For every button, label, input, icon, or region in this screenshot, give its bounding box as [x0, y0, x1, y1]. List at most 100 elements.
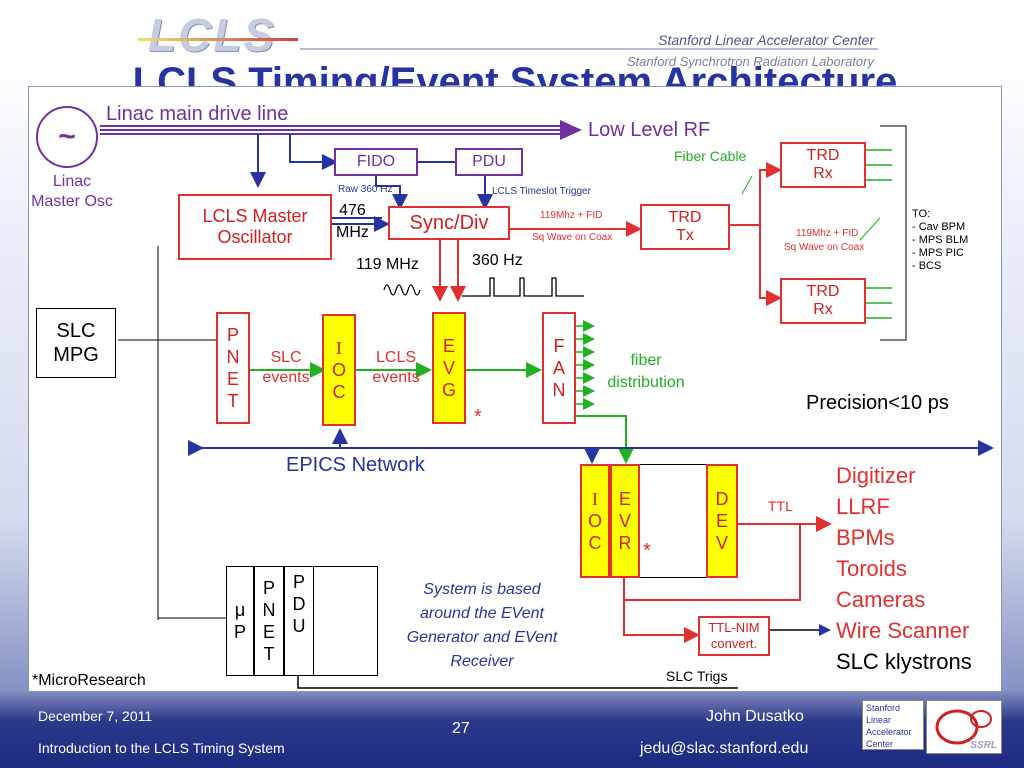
evr-box: E V R — [610, 464, 640, 578]
destination-item: - BCS — [912, 260, 942, 272]
system-note-line: System is based — [423, 581, 541, 598]
tilde-icon: ~ — [58, 120, 76, 153]
trd-tx-box: TRD Tx — [640, 204, 730, 250]
device-item: BPMs — [836, 525, 895, 550]
ioc-box: I O C — [322, 314, 356, 426]
pdu2-letter: P — [292, 572, 305, 592]
pdu2-letter: D — [292, 594, 306, 614]
ssrl-ring-icon — [935, 709, 992, 745]
ssrl-logo-text: SSRL — [970, 740, 997, 751]
system-note-line: Generator and EVent — [406, 629, 558, 646]
destination-item: TO: — [912, 208, 931, 220]
lcls-logo: LCLS — [148, 9, 277, 61]
fiber-cable-label: Fiber Cable — [674, 148, 747, 164]
trd-tx-line: TRD — [668, 209, 702, 226]
system-note-line: around the EVent — [420, 605, 544, 622]
evr-letter: V — [618, 511, 631, 531]
slac-logo: Stanford Linear Accelerator Center — [862, 700, 924, 750]
ssrl-name: Stanford Synchrotron Radiation Laborator… — [626, 54, 874, 69]
trd-rx-line: TRD — [806, 283, 840, 300]
slc-trigs-label: SLC Trigs — [666, 668, 728, 684]
precision-label: Precision<10 ps — [806, 392, 949, 414]
evg-box: E V G — [432, 312, 466, 424]
mup-line: μ — [234, 600, 246, 620]
mup-line: P — [233, 622, 246, 642]
mhz-476-label: 476 MHz — [336, 200, 369, 244]
slac-logo-line: Stanford — [866, 703, 901, 713]
footer-date: December 7, 2011 — [38, 708, 153, 724]
device-item-slc: SLC klystrons — [836, 649, 972, 674]
fiber-distribution-label: fiber distribution — [596, 350, 696, 394]
raw-360-label: Raw 360 Hz — [338, 184, 393, 195]
footer-course: Introduction to the LCLS Timing System — [38, 740, 285, 756]
ioc-letter: I — [336, 338, 342, 358]
ssrl-logo: SSRL — [926, 700, 1002, 754]
evg-asterisk: * — [474, 406, 482, 428]
fan-letter: A — [552, 358, 565, 378]
ioc2-letter: O — [587, 511, 602, 531]
evg-letter: V — [442, 358, 455, 378]
slac-logo-line: Accelerator — [866, 727, 912, 737]
header-rule — [300, 48, 878, 50]
device-item: Wire Scanner — [836, 618, 970, 643]
dev-letter: E — [715, 511, 728, 531]
fid-119-label: 119Mhz + FID — [540, 210, 603, 221]
sync-div-box: Sync/Div — [388, 206, 510, 240]
fan-letter: F — [553, 336, 565, 356]
mhz-119-label: 119 MHz — [356, 256, 419, 273]
slc-events-line: events — [262, 369, 310, 386]
ttl-nim-line: convert. — [710, 636, 758, 651]
destinations-list: TO: - Cav BPM - MPS BLM - MPS PIC - BCS — [912, 208, 968, 273]
pnet-letter: T — [227, 391, 239, 411]
low-level-rf-label: Low Level RF — [588, 119, 711, 141]
system-note-line: Receiver — [450, 653, 514, 670]
hz-360-label: 360 Hz — [472, 252, 523, 269]
evr-letter: R — [618, 533, 632, 553]
logo-underline — [138, 38, 298, 41]
fido-label: FIDO — [356, 153, 396, 170]
fan-letter: N — [552, 380, 566, 400]
trd-rx-top-box: TRD Rx — [780, 142, 866, 188]
lcls-events-label: LCLS events — [364, 348, 428, 388]
pnet2-box: P N E T — [254, 566, 284, 676]
master-osc-line: LCLS Master — [202, 206, 308, 226]
slc-events-line: SLC — [270, 349, 302, 366]
pnet-letter: E — [226, 369, 239, 389]
evg-letter: E — [442, 336, 455, 356]
pdu2-letter: U — [292, 616, 306, 636]
pnet2-letter: E — [262, 622, 275, 642]
dev-box: D E V — [706, 464, 738, 578]
lcls-events-line: LCLS — [375, 349, 417, 366]
fido-box: FIDO — [334, 148, 418, 176]
footer-author: John Dusatko — [706, 708, 804, 725]
destination-item: - MPS PIC — [912, 247, 964, 259]
evr-asterisk: * — [643, 540, 651, 562]
sq-wave-b-label: Sq Wave on Coax — [784, 242, 865, 253]
pnet-letter: P — [226, 325, 239, 345]
epics-network-label: EPICS Network — [286, 454, 425, 476]
mup-box: μ P — [226, 566, 254, 676]
dev-letter: V — [715, 533, 728, 553]
trd-rx-bottom-box: TRD Rx — [780, 278, 866, 324]
pdu-label: PDU — [472, 153, 506, 170]
device-item: Cameras — [836, 587, 926, 612]
slac-name: Stanford Linear Accelerator Center — [658, 32, 874, 48]
trd-rx-line: TRD — [806, 147, 840, 164]
evr-letter: E — [618, 489, 631, 509]
pnet2-letter: T — [263, 644, 275, 664]
oscillator-circle: ~ — [36, 106, 98, 168]
microresearch-note: *MicroResearch — [32, 672, 146, 689]
mhz-476-line: 476 — [339, 202, 366, 219]
ioc2-letter: C — [588, 533, 602, 553]
evg-letter: G — [441, 380, 456, 400]
footer-page-number: 27 — [452, 720, 470, 737]
pdu-box: PDU — [455, 148, 523, 176]
ttl-nim-box: TTL-NIM convert. — [698, 616, 770, 656]
pnet2-letter: P — [262, 578, 275, 598]
mhz-476-line: MHz — [336, 224, 369, 241]
fan-box: F A N — [542, 312, 576, 424]
destination-item: - MPS BLM — [912, 234, 969, 246]
device-item: LLRF — [836, 494, 890, 519]
lcls-events-line: events — [372, 369, 420, 386]
sq-wave-label: Sq Wave on Coax — [532, 232, 613, 243]
